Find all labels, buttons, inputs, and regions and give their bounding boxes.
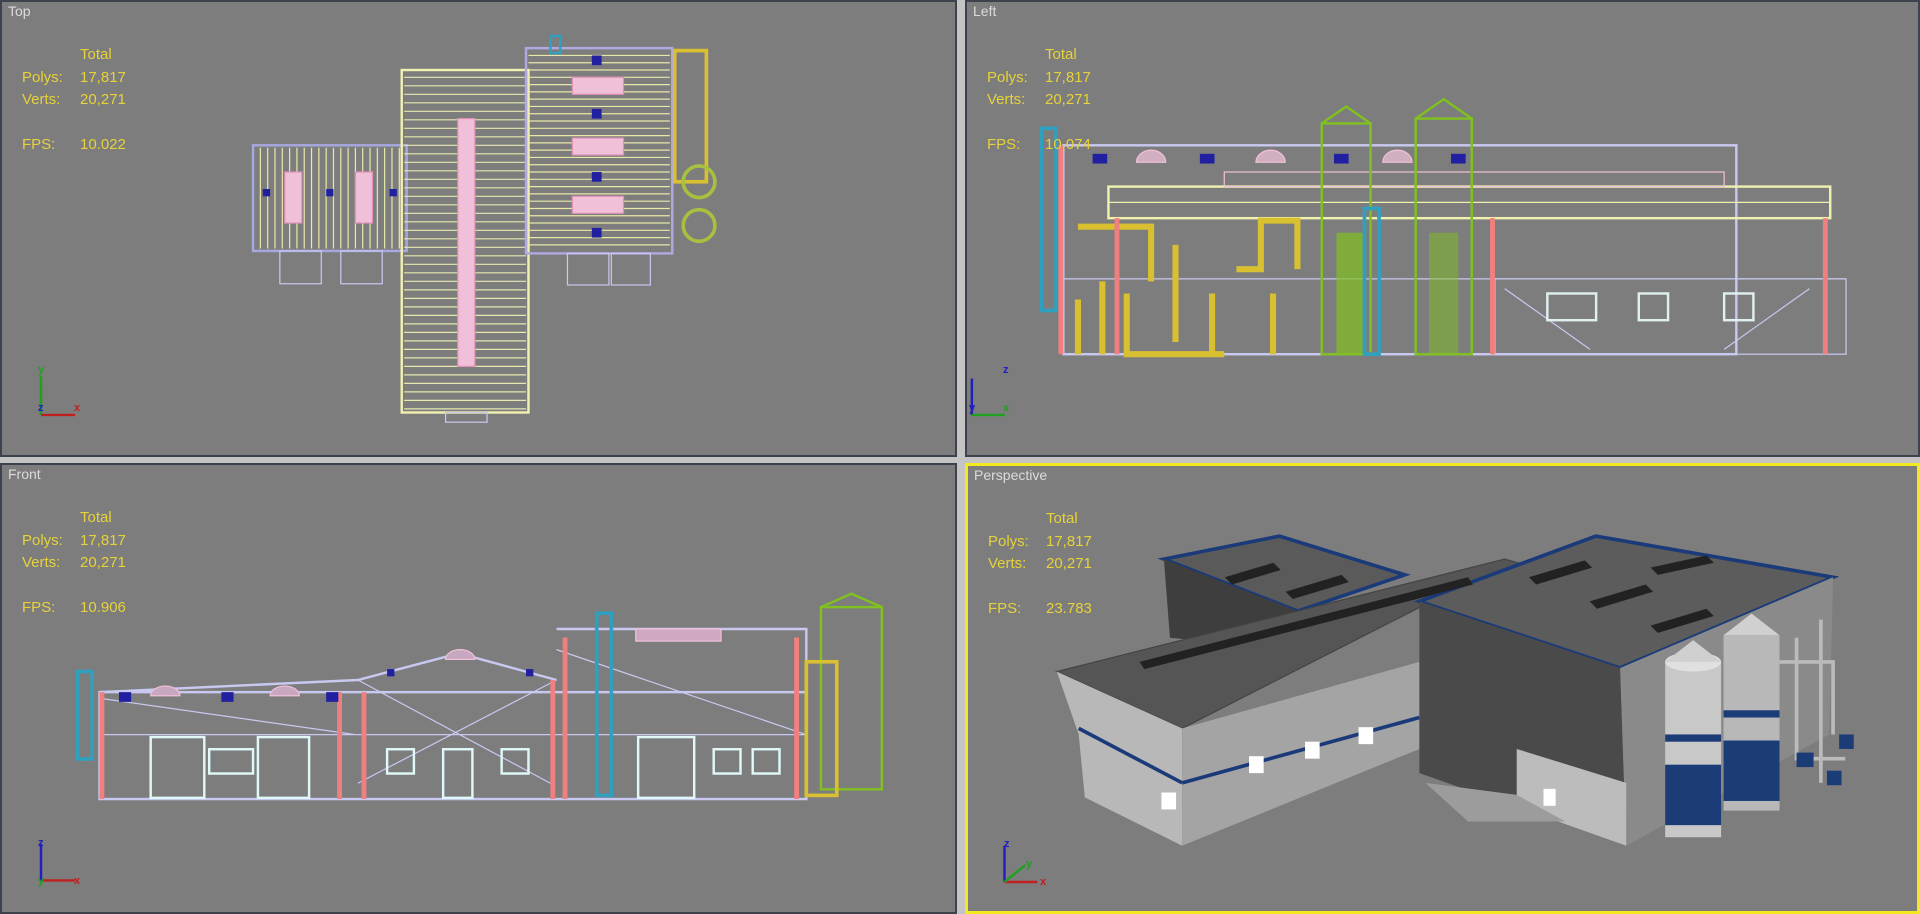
viewport-front[interactable]: Front Total Polys: 17,817 Verts: 20,271 FP…: [0, 463, 957, 914]
axis-label-x: x: [74, 875, 81, 887]
verts-label: Verts:: [987, 91, 1026, 108]
axis-label-z: z: [1003, 364, 1009, 376]
stats-header: Total: [1046, 510, 1078, 527]
polys-value: 17,817: [80, 68, 126, 86]
axis-label-z: z: [1004, 838, 1010, 850]
axis-label-y: y: [1026, 858, 1033, 870]
axis-label-z: z: [38, 837, 44, 849]
fps-value: 10.906: [80, 598, 126, 616]
viewport-label[interactable]: Front: [8, 466, 41, 482]
fps-label: FPS:: [988, 599, 1022, 617]
axis-label-y: y: [969, 402, 976, 414]
axis-label-z: z: [38, 402, 44, 414]
viewport-label[interactable]: Left: [973, 3, 997, 19]
left-wireframe: [970, 97, 1847, 417]
polys-label: Polys:: [987, 68, 1028, 86]
axis-label-x: x: [74, 402, 81, 414]
stats-header: Total: [80, 46, 112, 63]
fps-value: 10.074: [1045, 135, 1091, 153]
top-wireframe: [39, 34, 717, 423]
verts-label: Verts:: [988, 555, 1027, 572]
verts-value: 20,271: [1045, 91, 1091, 108]
front-wireframe: [39, 592, 884, 882]
fps-label: FPS:: [22, 598, 56, 616]
fps-value: 10.022: [80, 135, 126, 153]
stats-header: Total: [80, 509, 112, 526]
verts-value: 20,271: [80, 554, 126, 571]
viewport-left[interactable]: Left Total Polys: 17,817 Verts: 20,271 FPS…: [965, 0, 1920, 457]
fps-label: FPS:: [22, 135, 56, 153]
stats-overlay: Total Polys: 17,817 Verts: 20,271 FPS: 10.0…: [22, 44, 126, 156]
stats-overlay: Total Polys: 17,817 Verts: 20,271 FPS: 10.9…: [22, 507, 126, 619]
fps-label: FPS:: [987, 135, 1021, 153]
stats-overlay: Total Polys: 17,817 Verts: 20,271 FPS: 10.0…: [987, 44, 1091, 156]
polys-value: 17,817: [80, 531, 126, 549]
viewport-label[interactable]: Top: [8, 3, 31, 19]
stats-header: Total: [1045, 46, 1077, 63]
fps-value: 23.783: [1046, 599, 1092, 617]
polys-value: 17,817: [1046, 532, 1092, 550]
verts-label: Verts:: [22, 91, 61, 108]
axis-label-y: y: [38, 364, 45, 376]
polys-label: Polys:: [988, 532, 1029, 550]
viewport-label[interactable]: Perspective: [974, 467, 1048, 483]
verts-value: 20,271: [1046, 555, 1092, 572]
verts-label: Verts:: [22, 554, 61, 571]
perspective-render: [1003, 534, 1854, 884]
axis-label-x: x: [1040, 876, 1047, 888]
verts-value: 20,271: [80, 91, 126, 108]
viewport-top[interactable]: Top Total Polys: 17,817 Verts: 20,271 FPS:…: [0, 0, 957, 457]
viewport-perspective[interactable]: Perspective Total Polys: 17,817 Verts: 20,…: [965, 463, 1920, 914]
polys-value: 17,817: [1045, 68, 1091, 86]
axis-label-x: x: [1003, 402, 1010, 414]
polys-label: Polys:: [22, 531, 63, 549]
axis-label-y: y: [38, 875, 45, 887]
stats-overlay: Total Polys: 17,817 Verts: 20,271 FPS: 23.7…: [988, 508, 1092, 620]
polys-label: Polys:: [22, 68, 63, 86]
